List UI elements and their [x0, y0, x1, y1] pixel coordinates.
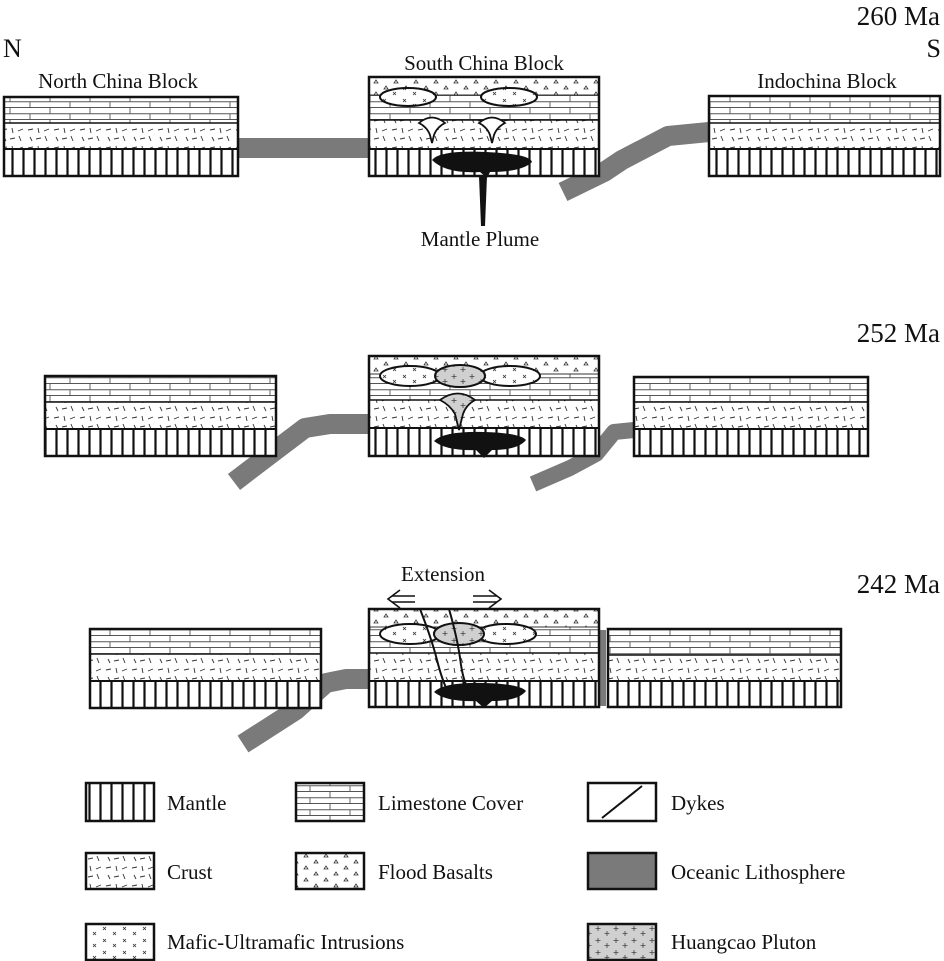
mantle-swatch: [84, 781, 156, 823]
crust-swatch: [84, 851, 156, 891]
dyke: [419, 608, 449, 693]
plume-head: [432, 151, 532, 178]
pluton-swatch: [586, 922, 658, 961]
subducting-oceanic-slab: [227, 414, 369, 490]
limestone-swatch: [294, 781, 366, 823]
north-china-block: [2, 95, 240, 178]
north-china-block: [88, 627, 323, 710]
legend-item-mafic-intrusions: Mafic-Ultramafic Intrusions: [84, 922, 404, 961]
legend-label: Crust: [167, 860, 213, 884]
legend-item-limestone-cover: Limestone Cover: [294, 781, 523, 823]
huangcao-pluton: [433, 622, 485, 646]
magma-feeder: [417, 116, 447, 144]
legend-item-huangcao-pluton: Huangcao Pluton: [586, 922, 817, 961]
panel-260-ma: 260 Ma N S North China Block South China…: [2, 1, 942, 251]
dyke: [448, 608, 471, 693]
panel-242-ma: 242 Ma Extension: [88, 562, 940, 753]
legend-label: Mafic-Ultramafic Intrusions: [167, 930, 404, 954]
plume-head: [434, 682, 526, 708]
mafic-intrusion: [480, 87, 538, 107]
huangcao-pluton: [434, 364, 486, 388]
panel-age-label: 242 Ma: [857, 569, 940, 599]
indochina-block: [707, 94, 942, 178]
dykes-swatch: [586, 781, 658, 823]
panel-age-label: 252 Ma: [857, 318, 940, 348]
north-china-block: [43, 374, 278, 458]
subducting-oceanic-slab: [558, 122, 710, 201]
mafic-intrusion: [379, 365, 441, 387]
mafic-swatch: [84, 922, 156, 961]
extension-label: Extension: [401, 562, 485, 586]
magma-feeder: [477, 116, 507, 144]
oceanic-lithosphere-slab: [600, 630, 606, 706]
mantle-plume-label: Mantle Plume: [421, 227, 539, 251]
oceanic-lithosphere-slab: [238, 138, 369, 158]
indochina-block: [632, 375, 870, 458]
south-china-block: [367, 607, 601, 709]
legend-item-crust: Crust: [84, 851, 213, 891]
north-label: N: [3, 34, 22, 63]
basalt-swatch: [294, 851, 366, 891]
oceanic-swatch: [586, 851, 658, 891]
mafic-intrusion: [379, 87, 437, 107]
extension-arrow-right: [473, 589, 503, 609]
legend-item-mantle: Mantle: [84, 781, 226, 823]
legend-label: Limestone Cover: [378, 791, 523, 815]
pluton-feeder: [438, 392, 477, 431]
legend-item-oceanic-lithosphere: Oceanic Lithosphere: [586, 851, 845, 891]
plume-head: [434, 431, 526, 458]
indochina-block: [606, 627, 843, 709]
panel-age-label: 260 Ma: [857, 1, 940, 31]
legend-label: Dykes: [671, 791, 725, 815]
south-china-block: [367, 354, 601, 458]
legend-item-dykes: Dykes: [586, 781, 725, 823]
legend-label: Oceanic Lithosphere: [671, 860, 845, 884]
block-label-north-china: North China Block: [38, 69, 198, 93]
south-china-block: [367, 75, 601, 178]
legend-label: Huangcao Pluton: [671, 930, 817, 954]
dyke-line-icon: [601, 785, 643, 819]
legend-label: Mantle: [167, 791, 226, 815]
mantle-plume-stem: [479, 176, 487, 226]
panel-252-ma: 252 Ma: [43, 318, 940, 492]
mafic-intrusion: [479, 365, 541, 387]
legend-label: Flood Basalts: [378, 860, 493, 884]
block-label-indochina: Indochina Block: [757, 69, 897, 93]
legend: Mantle Limestone Cover Dykes Crust Flood…: [84, 781, 845, 961]
extension-arrow-left: [386, 589, 415, 609]
subducting-oceanic-slab: [237, 669, 369, 753]
legend-item-flood-basalts: Flood Basalts: [294, 851, 493, 891]
block-label-south-china: South China Block: [404, 51, 564, 75]
south-label: S: [927, 34, 941, 63]
